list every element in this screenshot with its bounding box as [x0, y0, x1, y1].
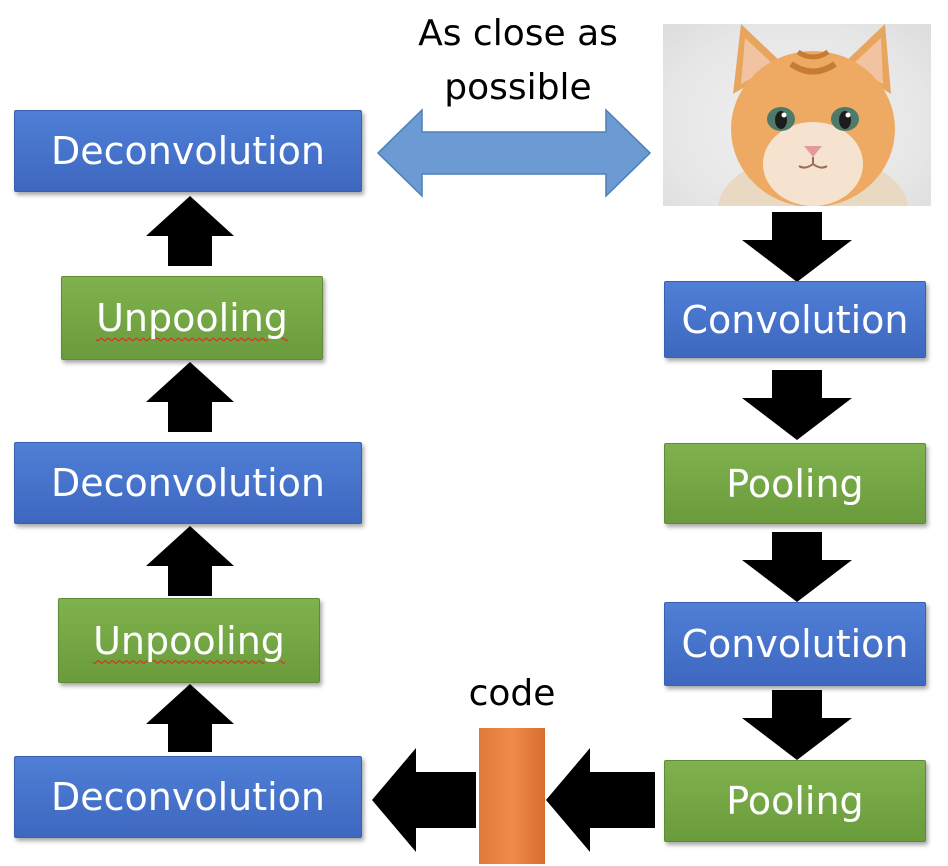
- deconvolution-box-middle: Deconvolution: [14, 442, 362, 524]
- unpooling-box-lower: Unpooling: [58, 598, 320, 683]
- arrow-left-icon: [546, 748, 655, 852]
- arrow-up-icon: [146, 684, 234, 752]
- arrow-down-icon: [742, 690, 852, 760]
- arrow-left-icon: [372, 748, 476, 852]
- arrow-up-icon: [146, 526, 234, 596]
- kitten-image: [663, 24, 931, 206]
- code-bar: [479, 728, 545, 864]
- arrow-up-icon: [146, 362, 234, 432]
- arrow-down-icon: [742, 532, 852, 602]
- pooling-box-2: Pooling: [664, 760, 926, 842]
- deconvolution-box-top: Deconvolution: [14, 110, 362, 192]
- arrow-down-icon: [742, 212, 852, 282]
- code-label: code: [468, 673, 556, 714]
- unpooling-box-upper: Unpooling: [61, 276, 323, 360]
- deconvolution-box-bottom: Deconvolution: [14, 756, 362, 838]
- caption-line-1: As close as: [418, 13, 618, 54]
- double-arrow-icon: [376, 108, 652, 198]
- unpooling-label-lower: Unpooling: [93, 618, 285, 663]
- convolution-box-1: Convolution: [664, 281, 926, 358]
- convolution-box-2: Convolution: [664, 602, 926, 686]
- arrow-up-icon: [146, 196, 234, 266]
- pooling-box-1: Pooling: [664, 443, 926, 524]
- unpooling-label-upper: Unpooling: [96, 296, 288, 340]
- arrow-down-icon: [742, 370, 852, 440]
- caption-line-2: possible: [444, 67, 592, 108]
